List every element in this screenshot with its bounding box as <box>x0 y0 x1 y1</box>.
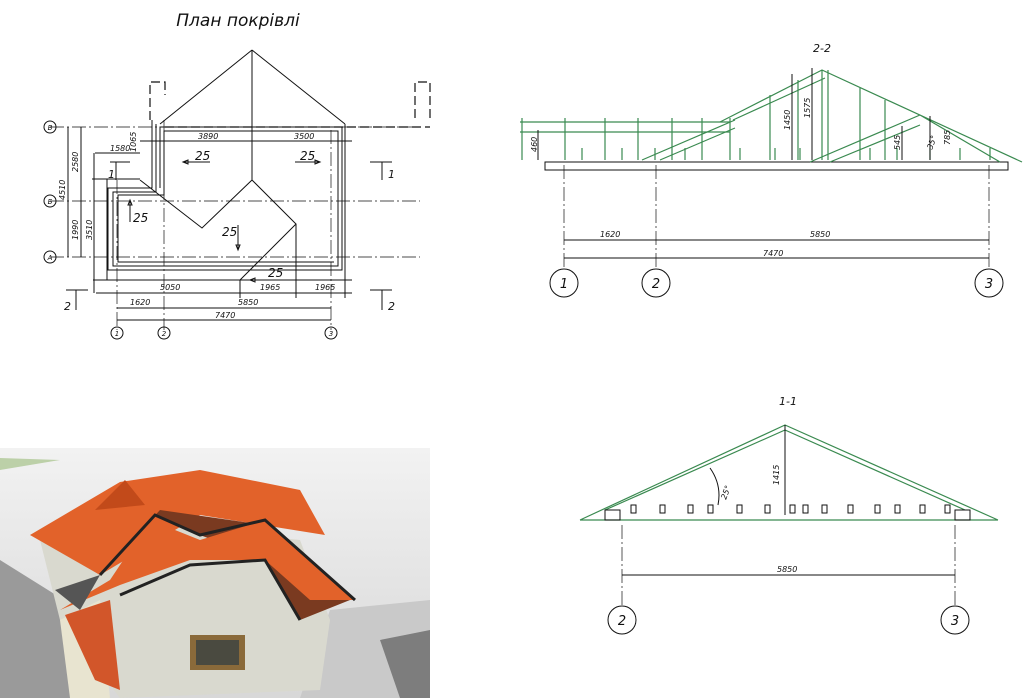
svg-text:3: 3 <box>329 330 333 338</box>
svg-text:3: 3 <box>985 277 993 292</box>
plan-axis-row-labels: В Б А <box>43 120 57 264</box>
svg-text:5050: 5050 <box>160 283 180 292</box>
plan-dimensions: 3890 3500 1580 1065 2580 1990 3510 4510 … <box>58 132 335 320</box>
svg-text:1965: 1965 <box>315 283 335 292</box>
svg-text:2: 2 <box>64 300 71 313</box>
svg-text:5850: 5850 <box>238 298 258 307</box>
svg-text:545: 545 <box>893 135 902 150</box>
svg-text:1450: 1450 <box>783 110 792 130</box>
slope-markers: 25 25 25 25 25 <box>127 149 322 283</box>
svg-text:2: 2 <box>388 300 395 313</box>
svg-text:1575: 1575 <box>803 98 812 118</box>
svg-text:7470: 7470 <box>763 249 783 258</box>
svg-text:3890: 3890 <box>198 132 218 141</box>
svg-text:1: 1 <box>115 330 119 338</box>
section-markers: 1 1 2 2 <box>64 161 395 313</box>
plan-title: План покрівлі <box>176 11 300 31</box>
svg-text:25: 25 <box>268 266 283 280</box>
svg-text:В: В <box>48 124 53 132</box>
svg-text:1065: 1065 <box>129 132 138 152</box>
svg-text:35°: 35° <box>925 134 938 150</box>
svg-text:1620: 1620 <box>130 298 150 307</box>
svg-text:1: 1 <box>388 168 395 181</box>
svg-text:2580: 2580 <box>71 152 80 172</box>
svg-text:А: А <box>47 254 53 262</box>
svg-text:785: 785 <box>943 130 952 145</box>
svg-text:7470: 7470 <box>215 311 235 320</box>
section-2-2-dimensions: 460 1450 1575 545 785 35° 1620 5850 7470 <box>530 98 952 258</box>
svg-text:1580: 1580 <box>110 144 130 153</box>
svg-text:1620: 1620 <box>600 230 620 239</box>
svg-text:1415: 1415 <box>772 465 781 485</box>
svg-text:5850: 5850 <box>810 230 830 239</box>
section-1-1-title: 1-1 <box>779 395 797 408</box>
svg-text:2: 2 <box>618 614 626 629</box>
svg-text:1: 1 <box>108 168 115 181</box>
svg-text:5850: 5850 <box>777 565 797 574</box>
svg-text:2: 2 <box>652 277 660 292</box>
roof-plan: План покрівлі В Б А 1 2 3 3890 3500 1580… <box>43 11 431 340</box>
svg-text:3: 3 <box>951 614 959 629</box>
svg-text:4510: 4510 <box>58 180 67 200</box>
svg-text:3500: 3500 <box>294 132 314 141</box>
section-2-2-title: 2-2 <box>813 42 831 55</box>
svg-text:1: 1 <box>560 277 568 292</box>
svg-text:Б: Б <box>48 198 53 206</box>
svg-text:25: 25 <box>222 225 237 239</box>
section-2-2: 2-2 460 1450 1575 545 785 35° 1620 5850 … <box>520 42 1023 298</box>
svg-text:3510: 3510 <box>85 220 94 240</box>
svg-text:1990: 1990 <box>71 220 80 240</box>
svg-text:460: 460 <box>530 137 539 152</box>
house-3d-render <box>0 448 430 698</box>
svg-text:2: 2 <box>162 330 167 338</box>
svg-text:25: 25 <box>300 149 315 163</box>
section-2-2-axes: 1 2 3 <box>549 268 1004 298</box>
section-1-1: 1-1 1415 25° 5850 2 3 <box>579 395 999 635</box>
svg-text:25°: 25° <box>719 484 732 500</box>
svg-text:1965: 1965 <box>260 283 280 292</box>
plan-axis-col-labels: 1 2 3 <box>110 326 338 340</box>
svg-text:25: 25 <box>195 149 210 163</box>
svg-text:25: 25 <box>133 211 148 225</box>
